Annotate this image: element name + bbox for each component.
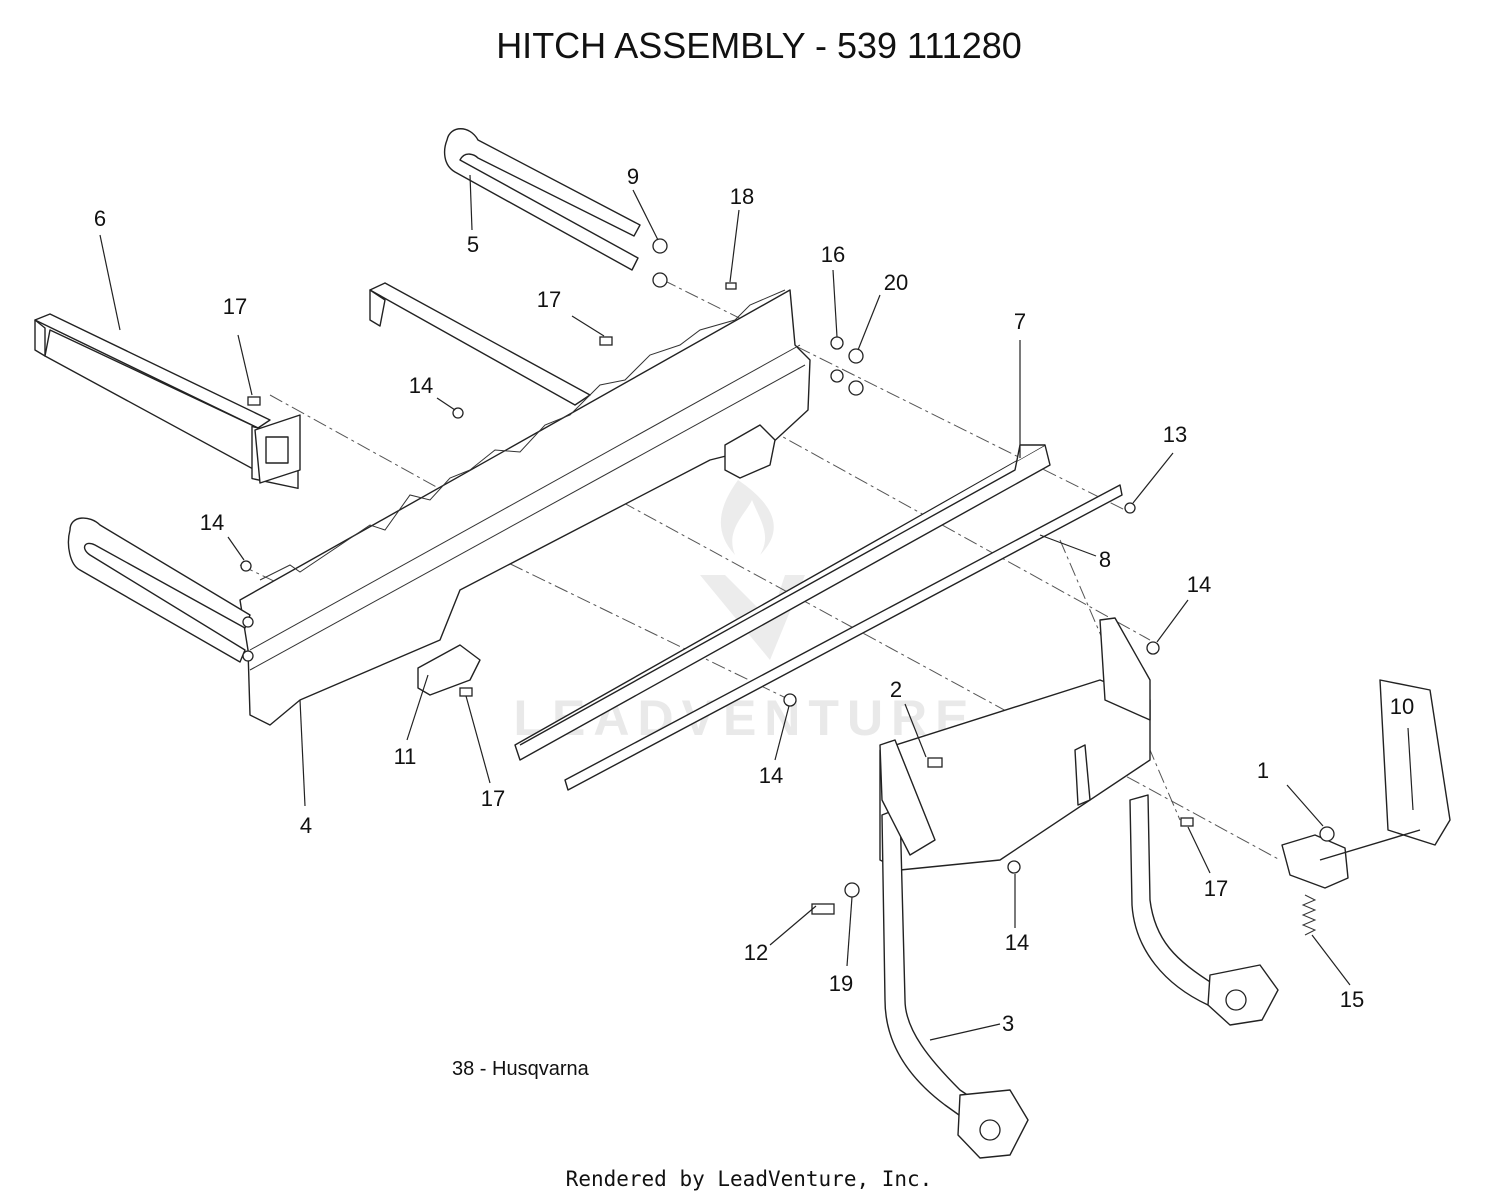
part-4-frame — [67, 282, 811, 726]
callout-12: 12 — [744, 940, 768, 965]
part-11-bracket — [417, 644, 481, 696]
callout-7: 7 — [1014, 309, 1026, 334]
callout-14-c: 14 — [1187, 572, 1211, 597]
callout-15: 15 — [1340, 987, 1364, 1012]
leader-lines — [99, 174, 1414, 1041]
footer-credit: Rendered by LeadVenture, Inc. — [566, 1167, 933, 1191]
callout-19: 19 — [829, 971, 853, 996]
part-6-rail — [34, 313, 301, 490]
callout-6: 6 — [94, 206, 106, 231]
callout-8: 8 — [1099, 547, 1111, 572]
callout-14-b: 14 — [200, 510, 224, 535]
callout-3: 3 — [1002, 1011, 1014, 1036]
part-3-hitch — [879, 617, 1279, 1159]
callout-14-a: 14 — [409, 373, 433, 398]
callout-20: 20 — [884, 270, 908, 295]
callout-14-d: 14 — [759, 763, 783, 788]
part-5-handle — [443, 128, 641, 271]
callout-10: 10 — [1390, 694, 1414, 719]
diagram-title: HITCH ASSEMBLY - 539 111280 — [496, 25, 1022, 66]
callout-2: 2 — [890, 677, 902, 702]
diagram-caption: 38 - Husqvarna — [452, 1058, 590, 1080]
part-15-spring — [1301, 894, 1317, 936]
callouts: 1 2 3 4 5 6 7 8 9 10 11 12 13 14 14 14 1… — [94, 164, 1414, 1036]
part-8-strip — [564, 484, 1123, 791]
callout-9: 9 — [627, 164, 639, 189]
callout-17-c: 17 — [481, 786, 505, 811]
callout-16: 16 — [821, 242, 845, 267]
callout-18: 18 — [730, 184, 754, 209]
part-7-strip — [514, 444, 1051, 761]
callout-17-d: 17 — [1204, 876, 1228, 901]
callout-17-b: 17 — [537, 287, 561, 312]
callout-5: 5 — [467, 232, 479, 257]
hardware — [240, 238, 1335, 915]
callout-1: 1 — [1257, 758, 1269, 783]
callout-11: 11 — [394, 744, 417, 769]
callout-13: 13 — [1163, 422, 1187, 447]
part-10-latch — [1281, 679, 1451, 889]
callout-14-e: 14 — [1005, 930, 1029, 955]
callout-17-a: 17 — [223, 294, 247, 319]
callout-4: 4 — [300, 813, 312, 838]
